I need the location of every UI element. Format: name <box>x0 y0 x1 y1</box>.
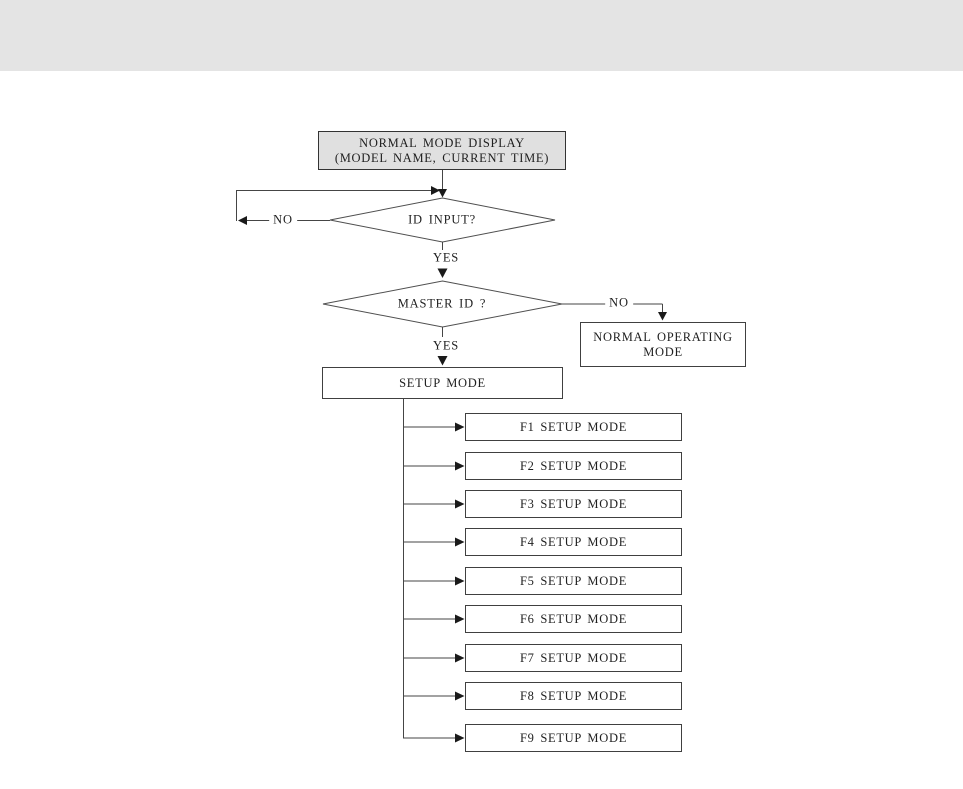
arrowhead-right-f7 <box>455 653 465 663</box>
no-master-label: NO <box>605 295 633 311</box>
arrowhead-right-f5 <box>455 576 465 586</box>
yes-master-label: YES <box>428 338 464 354</box>
arrowhead-down-setup <box>437 356 448 366</box>
yes-id-label: YES <box>428 250 464 266</box>
f9-setup-mode-box: F9 SETUP MODE <box>465 724 682 752</box>
arrowhead-right-f8 <box>455 691 465 701</box>
normal-mode-display-box: NORMAL MODE DISPLAY (MODEL NAME, CURRENT… <box>318 131 566 170</box>
arrowhead-down-idinput <box>438 189 447 198</box>
f5-setup-mode-box: F5 SETUP MODE <box>465 567 682 595</box>
f6-setup-mode-box: F6 SETUP MODE <box>465 605 682 633</box>
arrowhead-right-f4 <box>455 537 465 547</box>
normal-operating-line1: NORMAL OPERATING <box>593 329 733 344</box>
arrowhead-down-normal-operating <box>658 312 667 321</box>
arrowhead-down-masterid <box>437 268 448 278</box>
normal-operating-mode-box: NORMAL OPERATING MODE <box>580 322 746 367</box>
arrowhead-left-loop <box>238 216 247 225</box>
arrowhead-right-f1 <box>455 422 465 432</box>
top-gray-band <box>0 0 963 71</box>
no-loop-label: NO <box>269 212 297 228</box>
normal-mode-display-line2: (MODEL NAME, CURRENT TIME) <box>334 150 550 165</box>
f8-setup-mode-box: F8 SETUP MODE <box>465 682 682 710</box>
id-input-decision-label: ID INPUT? <box>408 212 476 227</box>
normal-mode-display-line1: NORMAL MODE DISPLAY <box>359 135 525 150</box>
normal-operating-line2: MODE <box>643 344 683 359</box>
arrowhead-right-f2 <box>455 461 465 471</box>
f1-setup-mode-box: F1 SETUP MODE <box>465 413 682 441</box>
arrowhead-right-f9 <box>455 733 465 743</box>
f7-setup-mode-box: F7 SETUP MODE <box>465 644 682 672</box>
arrowhead-right-f6 <box>455 614 465 624</box>
master-id-decision-label: MASTER ID ? <box>397 296 487 311</box>
f2-setup-mode-box: F2 SETUP MODE <box>465 452 682 480</box>
f3-setup-mode-box: F3 SETUP MODE <box>465 490 682 518</box>
arrowhead-right-f3 <box>455 499 465 509</box>
setup-mode-box: SETUP MODE <box>322 367 563 399</box>
f4-setup-mode-box: F4 SETUP MODE <box>465 528 682 556</box>
arrowhead-right-loop <box>431 186 440 195</box>
